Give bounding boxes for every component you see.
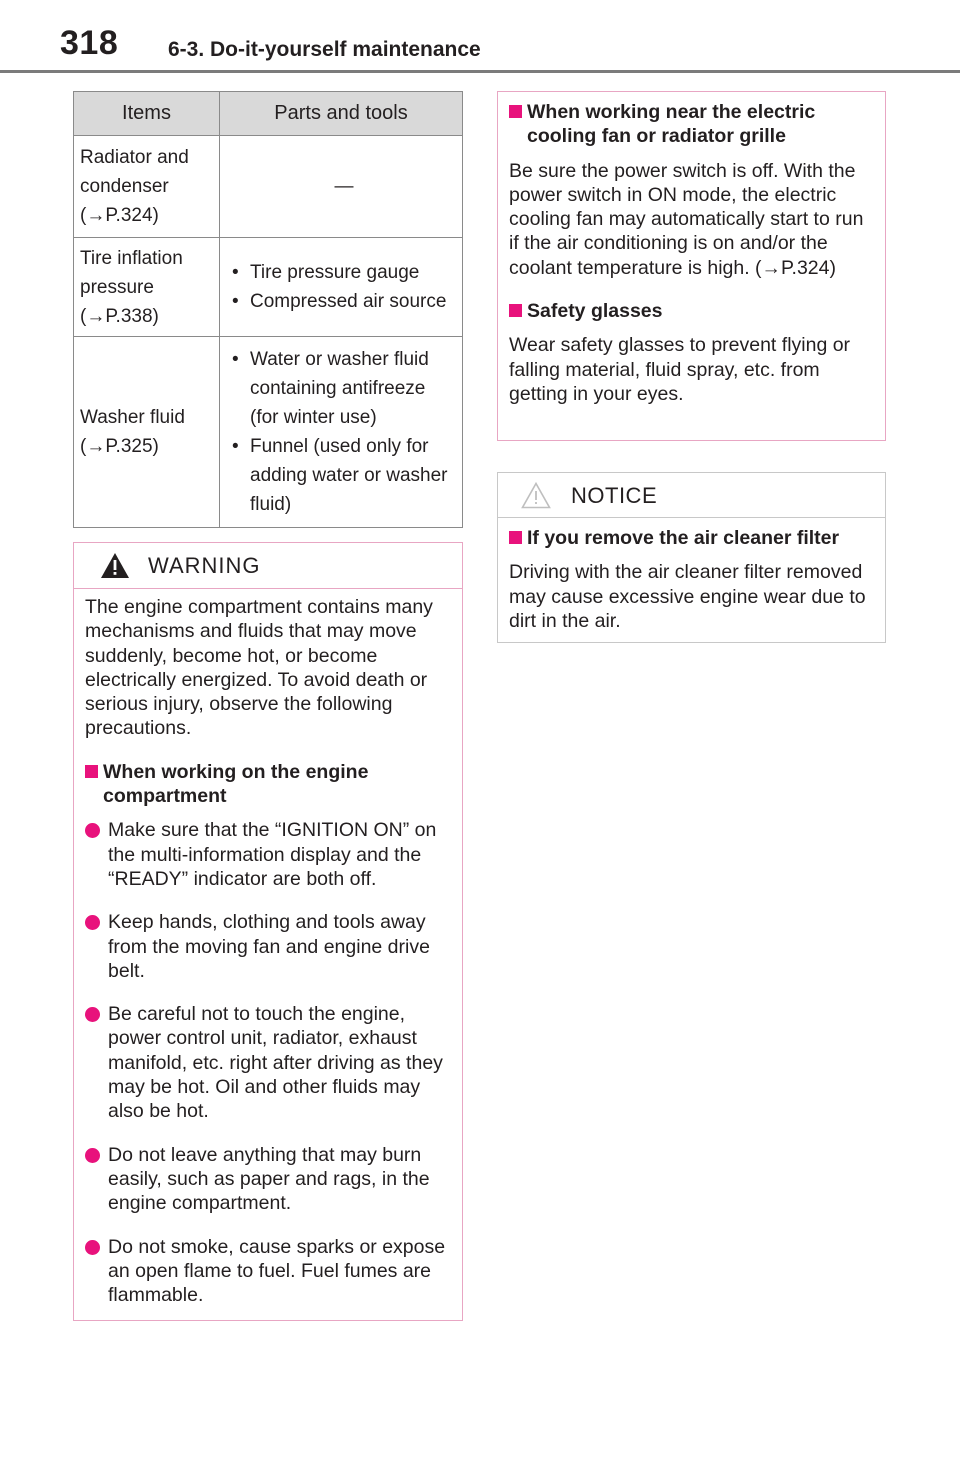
item-page-ref: (→P.325) — [80, 436, 159, 457]
tools-cell: Water or washer fluid containing antifre… — [219, 336, 463, 528]
page-header: 318 6-3. Do-it-yourself maintenance — [0, 0, 960, 80]
section-title: 6-3. Do-it-yourself maintenance — [168, 38, 481, 61]
header-rule — [0, 70, 960, 73]
safety-glasses-subheading: Safety glasses — [509, 299, 873, 323]
warning-bullet: Do not leave anything that may burn easi… — [85, 1143, 450, 1216]
warning-box: WARNING The engine compartment contains … — [73, 542, 463, 1321]
item-line: pressure — [80, 276, 154, 298]
warning-bullet: Be careful not to touch the engine, powe… — [85, 1002, 450, 1123]
notice-header: NOTICE — [498, 473, 885, 518]
item-cell: Washer fluid (→P.325) — [73, 336, 220, 528]
table-row: Tire inflation pressure (→P.338) Tire pr… — [73, 237, 463, 337]
tools-cell: — — [219, 135, 463, 238]
warning-intro: The engine compartment contains many mec… — [85, 596, 433, 740]
item-page-ref: (→P.324) — [80, 205, 159, 226]
warning-label: WARNING — [148, 553, 261, 578]
notice-subheading: If you remove the air cleaner filter — [509, 526, 873, 550]
tool-item: Compressed air source — [230, 287, 458, 316]
tool-item: Water or washer fluid containing antifre… — [230, 345, 458, 432]
notice-label: NOTICE — [571, 483, 658, 508]
warning-bullet: Make sure that the “IGNITION ON” on the … — [85, 818, 450, 891]
warning-bullet: Keep hands, clothing and tools away from… — [85, 910, 450, 983]
column-header-items: Items — [73, 91, 220, 136]
no-tools-dash: — — [334, 176, 354, 197]
notice-text: Driving with the air cleaner filter remo… — [509, 561, 866, 632]
table-row: Radiator and condenser (→P.324) — — [73, 135, 463, 238]
item-page-ref: (→P.338) — [80, 305, 159, 327]
notice-triangle-icon — [521, 482, 551, 509]
tool-item: Funnel (used only for adding water or wa… — [230, 432, 458, 519]
fan-subheading: When working near the electric cooling f… — [509, 100, 873, 149]
warning-subheading: When working on the engine compartment — [85, 760, 450, 809]
warning-continued-body: When working near the electric cooling f… — [498, 92, 885, 406]
item-line: Tire inflation — [80, 247, 183, 269]
warning-triangle-icon — [101, 553, 129, 578]
item-line: Radiator and — [80, 147, 189, 168]
page-number: 318 — [60, 24, 119, 62]
warning-bullet: Do not smoke, cause sparks or expose an … — [85, 1235, 450, 1308]
parts-and-tools-table: Items Parts and tools Radiator and conde… — [73, 91, 463, 528]
notice-box: NOTICE If you remove the air cleaner fil… — [497, 472, 886, 643]
table-row: Washer fluid (→P.325) Water or washer fl… — [73, 336, 463, 528]
warning-continued-box: When working near the electric cooling f… — [497, 91, 886, 441]
tool-item: Tire pressure gauge — [230, 258, 458, 287]
item-line: condenser — [80, 176, 169, 197]
tools-cell: Tire pressure gauge Compressed air sourc… — [219, 237, 463, 337]
tools-list: Water or washer fluid containing antifre… — [230, 345, 458, 519]
warning-header: WARNING — [74, 543, 462, 589]
item-line: Washer fluid — [80, 407, 185, 428]
item-cell: Radiator and condenser (→P.324) — [73, 135, 220, 238]
tools-list: Tire pressure gauge Compressed air sourc… — [230, 258, 458, 316]
item-cell: Tire inflation pressure (→P.338) — [73, 237, 220, 337]
notice-body: If you remove the air cleaner filter Dri… — [498, 518, 885, 633]
column-header-parts-tools: Parts and tools — [219, 91, 463, 136]
fan-text: Be sure the power switch is off. With th… — [509, 159, 864, 279]
warning-body: The engine compartment contains many mec… — [74, 589, 462, 1307]
safety-glasses-text: Wear safety glasses to prevent flying or… — [509, 334, 851, 405]
table-header-row: Items Parts and tools — [73, 91, 463, 136]
